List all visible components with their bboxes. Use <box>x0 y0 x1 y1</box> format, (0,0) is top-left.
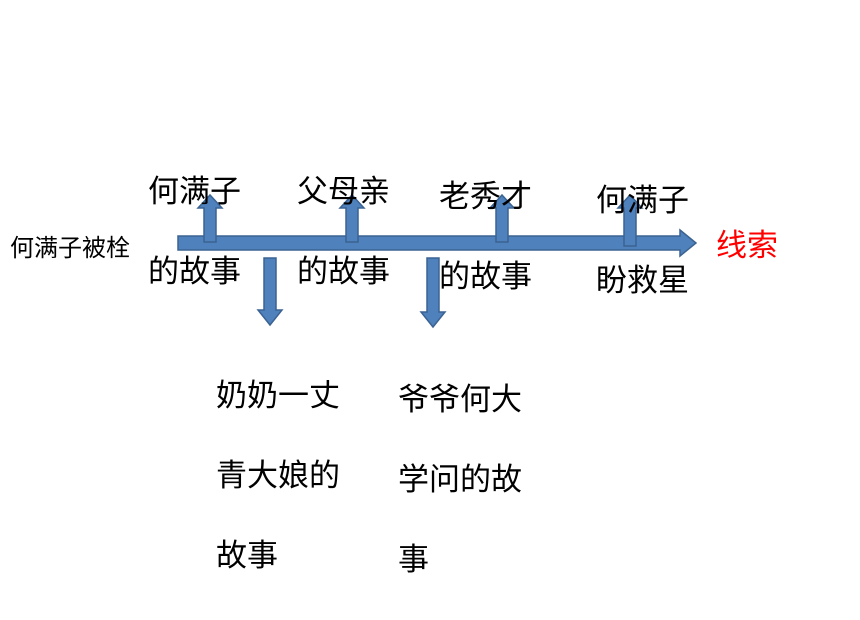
bottom-event-1-line1: 奶奶一丈 <box>216 378 340 414</box>
up-arrow-1 <box>196 193 224 243</box>
top-event-4-line2: 盼救星 <box>596 263 689 299</box>
bottom-event-2-line1: 爷爷何大 <box>398 382 522 418</box>
end-label-clue: 线索 <box>716 228 778 264</box>
top-event-1-line2: 的故事 <box>148 254 241 290</box>
bottom-event-2-line2: 学问的故 <box>398 462 522 498</box>
top-event-4-line1: 何满子 <box>596 183 689 219</box>
start-label: 何满子被栓 <box>10 234 130 262</box>
top-event-label: 父母亲 的故事 <box>297 132 390 332</box>
timeline-diagram: 何满子被栓 线索 何满子 的故事 父母亲 的故事 老秀才 的故事 何满子 盼救星… <box>10 132 778 578</box>
bottom-event-1-line2: 青大娘的 <box>216 458 340 494</box>
bottom-event-label: 奶奶一丈 青大娘的 故事 <box>216 336 340 616</box>
top-event-3-line2: 的故事 <box>439 259 532 295</box>
main-timeline-arrow <box>177 228 698 258</box>
up-arrow-4 <box>616 193 644 247</box>
bottom-event-2-line3: 事 <box>398 542 429 578</box>
bottom-event-1-line3: 故事 <box>216 538 278 574</box>
top-event-1-line1: 何满子 <box>148 174 241 210</box>
top-event-2-line2: 的故事 <box>297 254 390 290</box>
up-arrow-3 <box>488 193 516 243</box>
top-event-label: 何满子 盼救星 <box>596 141 689 341</box>
arrows-layer <box>177 193 698 329</box>
top-event-label: 何满子 的故事 <box>148 132 241 332</box>
up-arrow-2 <box>338 193 366 243</box>
down-arrow-1 <box>256 257 284 327</box>
top-event-label: 老秀才 的故事 <box>439 137 532 337</box>
down-arrow-2 <box>419 257 447 329</box>
bottom-event-label: 爷爷何大 学问的故 事 <box>398 340 522 620</box>
top-event-2-line1: 父母亲 <box>297 174 390 210</box>
top-event-3-line1: 老秀才 <box>439 179 532 215</box>
